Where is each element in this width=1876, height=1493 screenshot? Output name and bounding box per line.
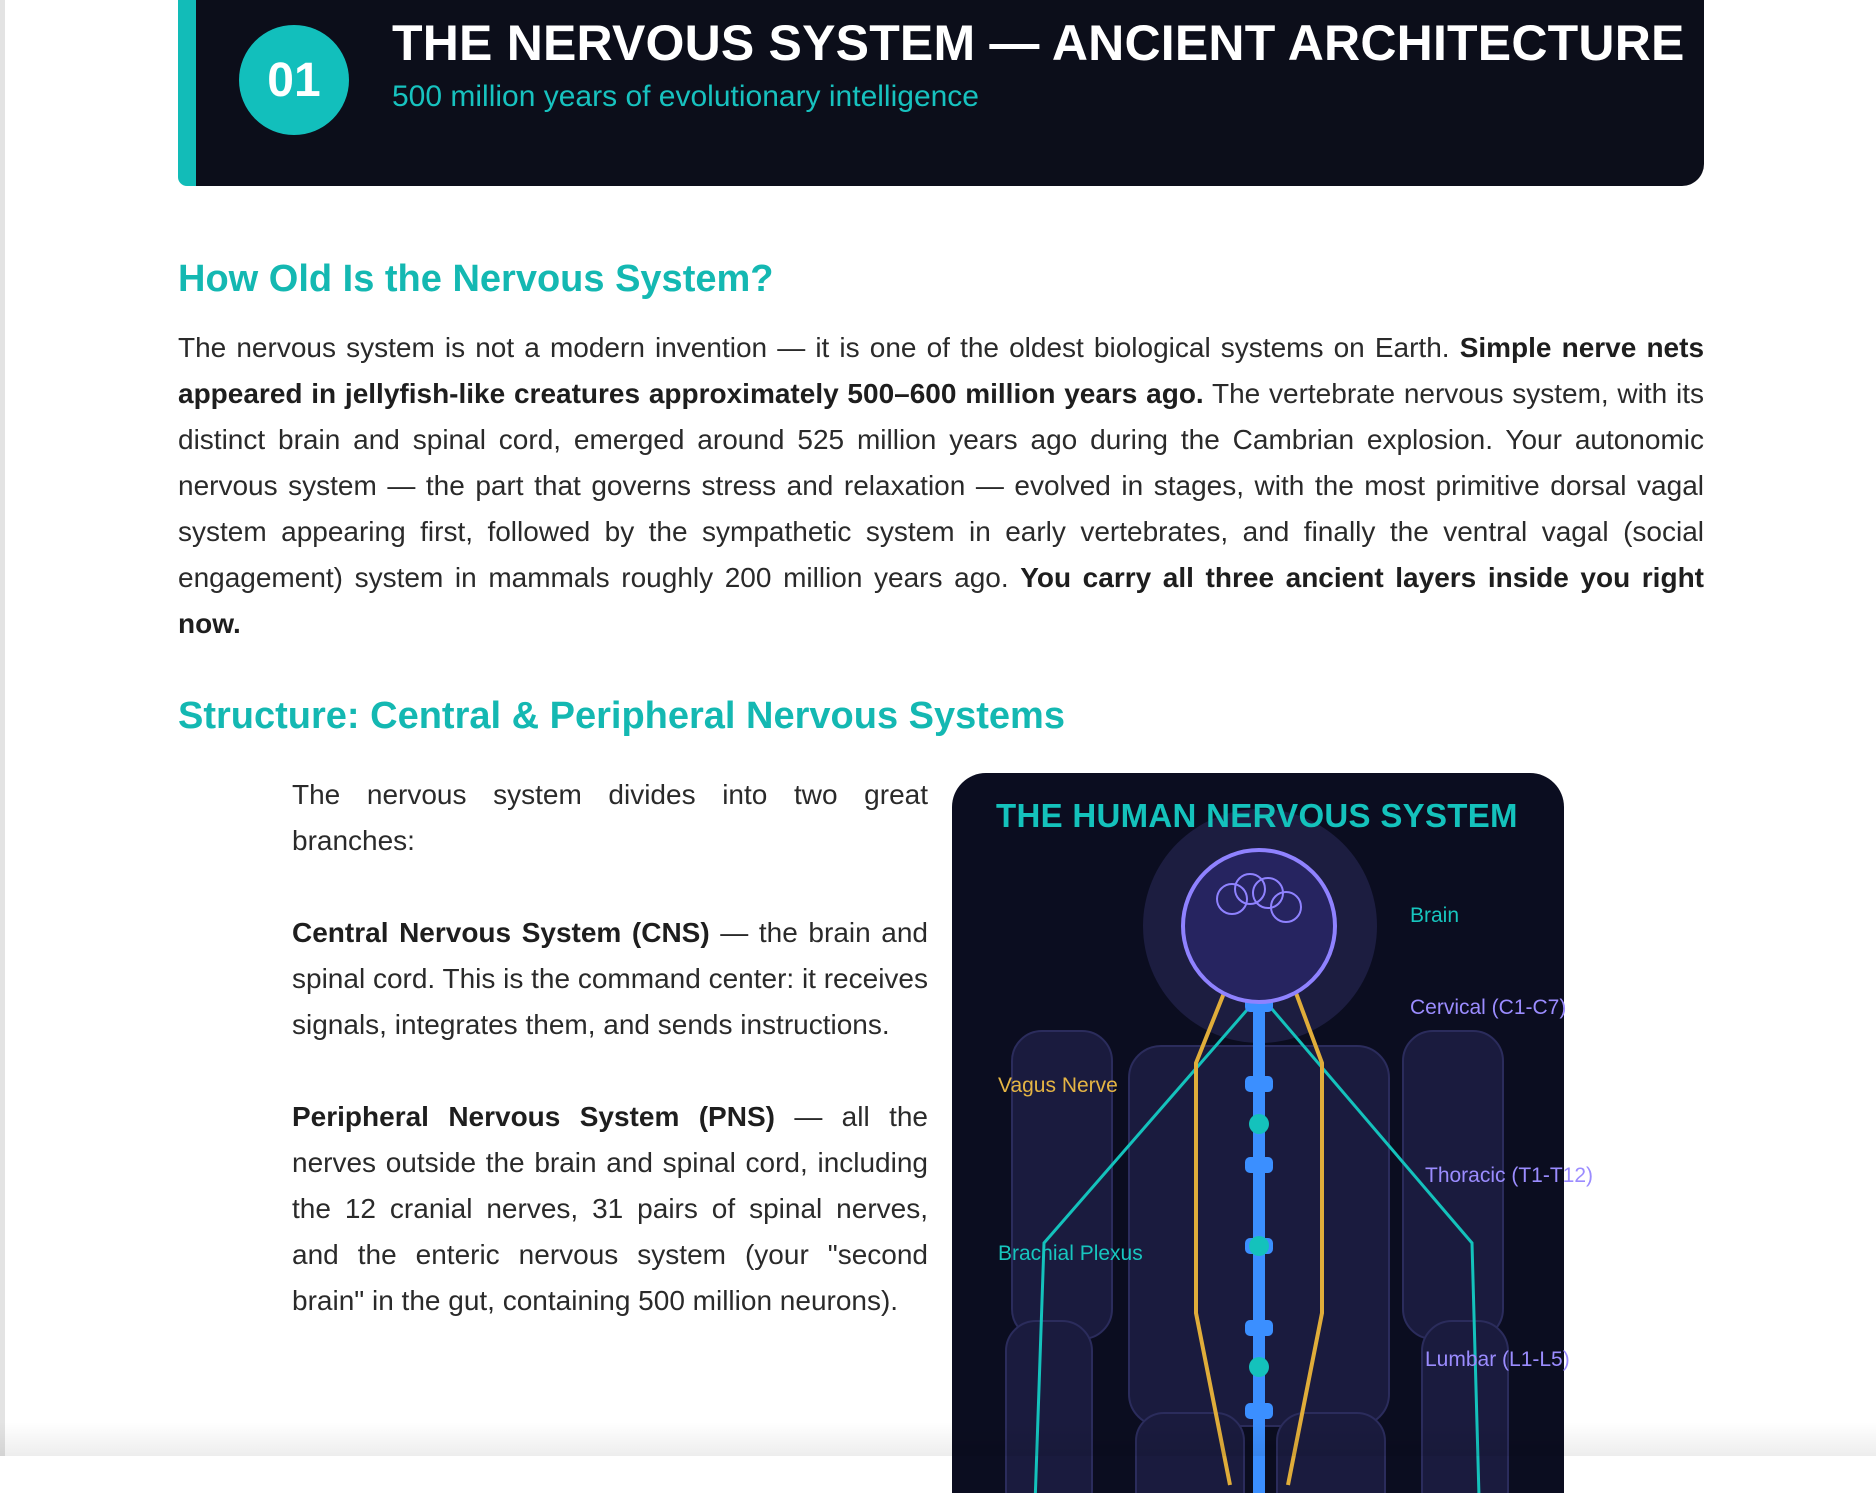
section-heading-age: How Old Is the Nervous System? bbox=[178, 258, 774, 300]
left-brachial-nerve bbox=[1033, 994, 1262, 1493]
vertebra-t2 bbox=[1245, 1157, 1273, 1173]
cns-paragraph: Central Nervous System (CNS) — the brain… bbox=[292, 910, 928, 1048]
ganglion-3 bbox=[1249, 1357, 1269, 1377]
cns-term: Central Nervous System (CNS) bbox=[292, 917, 710, 948]
vertebra-t1 bbox=[1245, 1076, 1273, 1092]
label-brachial-plexus: Brachial Plexus bbox=[998, 1242, 1143, 1265]
right-forearm-shape bbox=[1421, 1320, 1509, 1493]
left-forearm-shape bbox=[1005, 1320, 1093, 1493]
chapter-title: THE NERVOUS SYSTEM — ANCIENT ARCHITECTUR… bbox=[392, 15, 1685, 71]
chapter-header: 01 THE NERVOUS SYSTEM — ANCIENT ARCHITEC… bbox=[178, 0, 1704, 186]
ganglion-1 bbox=[1249, 1114, 1269, 1134]
page-left-edge bbox=[0, 0, 5, 1456]
right-leg-shape bbox=[1276, 1412, 1386, 1493]
ganglion-2 bbox=[1249, 1236, 1269, 1256]
chapter-number-badge: 01 bbox=[239, 25, 349, 135]
label-cervical: Cervical (C1-C7) bbox=[1410, 996, 1567, 1019]
left-vagus-nerve bbox=[1194, 992, 1232, 1486]
age-text-1: The nervous system is not a modern inven… bbox=[178, 332, 1450, 363]
pns-term: Peripheral Nervous System (PNS) bbox=[292, 1101, 775, 1132]
label-brain: Brain bbox=[1410, 904, 1460, 927]
right-vagus-nerve bbox=[1286, 992, 1324, 1486]
structure-text-column: The nervous system divides into two grea… bbox=[292, 772, 928, 1370]
section-heading-structure: Structure: Central & Peripheral Nervous … bbox=[178, 695, 1065, 737]
left-leg-shape bbox=[1135, 1412, 1245, 1493]
cns-description: — the brain and spinal cord. This is the… bbox=[292, 917, 928, 1040]
label-lumbar: Lumbar (L1-L5) bbox=[1425, 1348, 1570, 1371]
vertebra-l1 bbox=[1245, 1320, 1273, 1336]
age-text-2: The vertebrate nervous system, with its … bbox=[178, 378, 1704, 593]
label-thoracic: Thoracic (T1-T12) bbox=[1425, 1164, 1594, 1187]
vertebra-l2 bbox=[1245, 1403, 1273, 1419]
age-bold-2: You carry all three ancient layers insid… bbox=[178, 562, 1704, 639]
diagram-title: THE HUMAN NERVOUS SYSTEM bbox=[996, 797, 1518, 834]
page-bottom-shadow bbox=[0, 1422, 1876, 1456]
chapter-subtitle: 500 million years of evolutionary intell… bbox=[392, 80, 979, 113]
age-paragraph: The nervous system is not a modern inven… bbox=[178, 325, 1704, 647]
nervous-system-diagram: THE HUMAN NERVOUS SYSTEM Brain Cervical … bbox=[952, 773, 1593, 1493]
age-bold-1: Simple nerve nets appeared in jellyfish-… bbox=[178, 332, 1705, 409]
pns-paragraph: Peripheral Nervous System (PNS) — all th… bbox=[292, 1094, 928, 1324]
pns-description: — all the nerves outside the brain and s… bbox=[292, 1101, 928, 1316]
brain-circle bbox=[1181, 848, 1337, 1004]
branches-intro: The nervous system divides into two grea… bbox=[292, 779, 928, 856]
label-vagus-nerve: Vagus Nerve bbox=[998, 1074, 1118, 1097]
brain-folds bbox=[1216, 873, 1302, 923]
right-brachial-nerve bbox=[1258, 994, 1481, 1493]
header-accent-bar bbox=[178, 0, 196, 186]
body-illustration bbox=[1005, 809, 1509, 1493]
